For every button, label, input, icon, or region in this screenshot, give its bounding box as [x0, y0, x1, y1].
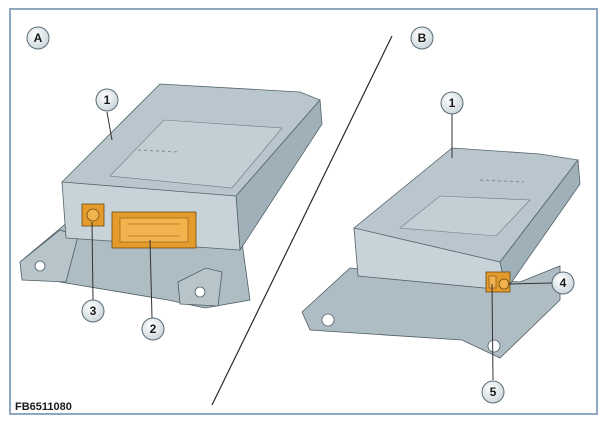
- panel-b-top-detail: [399, 195, 531, 237]
- panel-b-vent: [479, 179, 525, 183]
- callout-b-5: 5: [481, 380, 505, 404]
- svg-text:2: 2: [150, 322, 157, 336]
- panel-b-connectors: [485, 271, 511, 293]
- svg-text:3: 3: [90, 304, 97, 318]
- svg-text:4: 4: [560, 276, 567, 290]
- svg-text:B: B: [418, 31, 427, 45]
- panel-b-leader-5: [491, 283, 494, 381]
- panel-a-mount-hole-right: [194, 286, 206, 298]
- panel-a-antenna-connector: [81, 203, 105, 227]
- panel-a-mount-hole-left: [34, 260, 46, 272]
- svg-text:1: 1: [449, 96, 456, 110]
- panel-a-multipin-connector: [111, 211, 197, 249]
- panel-a-leader-2: [149, 239, 153, 319]
- panel-a-vent: [137, 149, 181, 153]
- panel-a-leader-1: [106, 111, 113, 141]
- callout-a-2: 2: [141, 317, 165, 341]
- panel-a-drawing: [19, 83, 323, 319]
- panel-b-leader-4: [507, 282, 553, 285]
- svg-text:A: A: [34, 31, 43, 45]
- panel-a-top-detail: [109, 119, 283, 189]
- panel-b-mount-hole-left: [321, 313, 335, 327]
- callout-a-1: 1: [95, 88, 119, 112]
- panel-b-drawing: [301, 112, 581, 381]
- callout-a-3: 3: [81, 299, 105, 323]
- panel-a-leader-3: [91, 221, 94, 301]
- panel-label-b: B: [410, 26, 434, 50]
- svg-text:5: 5: [490, 385, 497, 399]
- panel-a-left-ear: [19, 229, 79, 283]
- panel-divider: [211, 35, 393, 406]
- callout-b-1: 1: [440, 91, 464, 115]
- panel-label-a: A: [26, 26, 50, 50]
- reference-code: FB6511080: [15, 401, 72, 413]
- panel-b-mount-hole-right: [487, 339, 501, 353]
- callout-b-4: 4: [551, 271, 575, 295]
- svg-text:1: 1: [104, 93, 111, 107]
